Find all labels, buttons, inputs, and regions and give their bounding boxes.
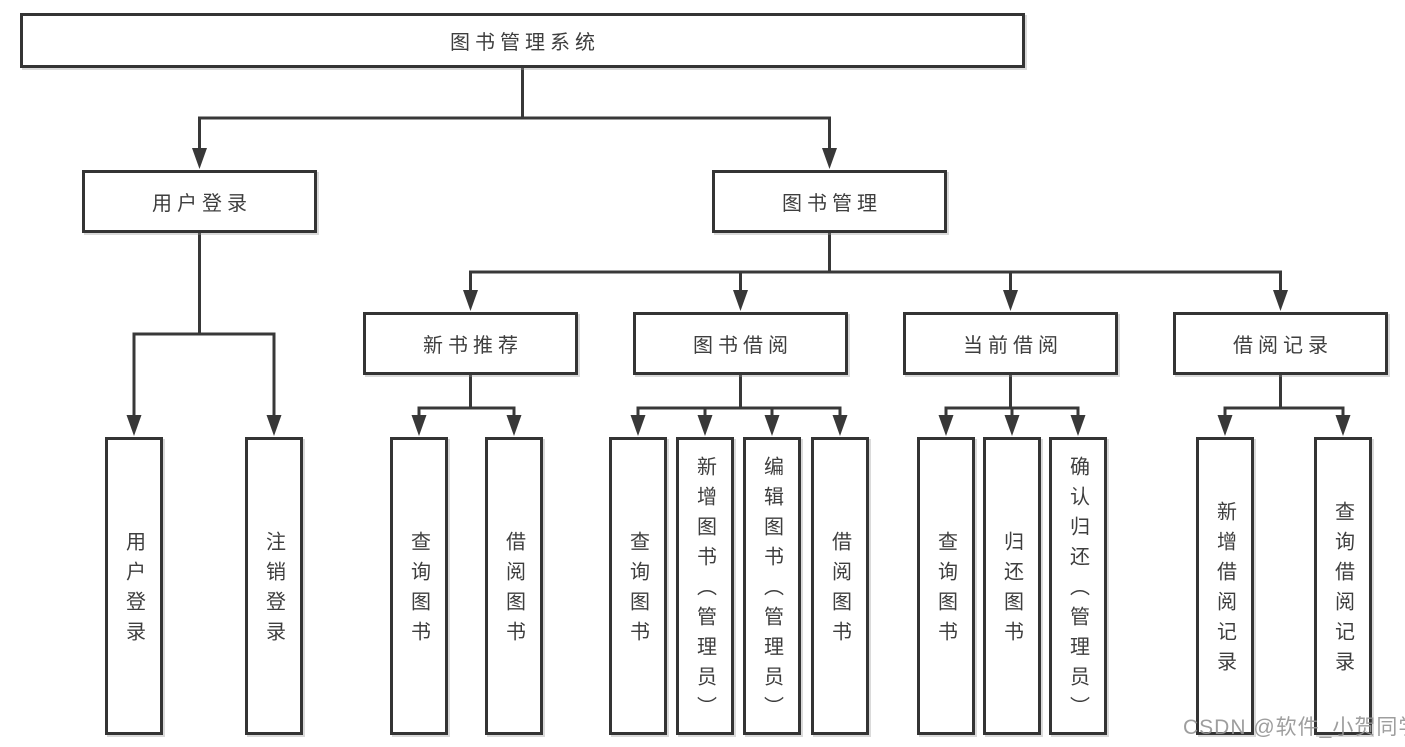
- leaf-recommend-borrow-books: 借阅图书: [485, 437, 543, 735]
- node-borrow-records: 借阅记录: [1173, 312, 1388, 375]
- leaf-edit-books-admin-label: 编辑图书（管理员）: [760, 456, 783, 726]
- leaf-return-books-label: 归还图书: [1000, 531, 1023, 651]
- csdn-watermark: CSDN @软件_小贺同学: [1183, 716, 1405, 739]
- connector-book-borrow-branch: [636, 406, 842, 420]
- leaf-logout-login-label: 注销登录: [262, 531, 285, 651]
- leaf-user-login: 用户登录: [105, 437, 163, 735]
- connector-user-login-branch: [132, 332, 276, 420]
- node-root: 图书管理系统: [20, 13, 1025, 68]
- node-root-label: 图书管理系统: [450, 32, 600, 54]
- leaf-borrow-query-books: 查询图书: [609, 437, 667, 735]
- leaf-recommend-query-books-label: 查询图书: [407, 531, 430, 651]
- leaf-user-login-label: 用户登录: [122, 531, 145, 651]
- leaf-add-books-admin: 新增图书（管理员）: [676, 437, 734, 735]
- node-current-borrow: 当前借阅: [903, 312, 1118, 375]
- leaf-confirm-return-admin: 确认归还（管理员）: [1049, 437, 1107, 735]
- leaf-add-borrow-record: 新增借阅记录: [1196, 437, 1254, 735]
- leaf-query-borrow-record: 查询借阅记录: [1314, 437, 1372, 735]
- node-user-login-label: 用户登录: [152, 193, 252, 215]
- leaf-return-books: 归还图书: [983, 437, 1041, 735]
- arrowheads: [126, 148, 1351, 436]
- node-book-management: 图书管理: [712, 170, 947, 233]
- leaf-recommend-borrow-books-label: 借阅图书: [502, 531, 525, 651]
- node-new-book-recommend: 新书推荐: [363, 312, 578, 375]
- leaf-add-borrow-record-label: 新增借阅记录: [1213, 501, 1236, 681]
- leaf-borrow-borrow-books: 借阅图书: [811, 437, 869, 735]
- node-user-login: 用户登录: [82, 170, 317, 233]
- connector-new-book-recommend-branch: [417, 406, 516, 420]
- leaf-logout-login: 注销登录: [245, 437, 303, 735]
- leaf-add-books-admin-label: 新增图书（管理员）: [693, 456, 716, 726]
- leaf-current-query-books: 查询图书: [917, 437, 975, 735]
- leaf-recommend-query-books: 查询图书: [390, 437, 448, 735]
- connector-root-branch: [198, 116, 831, 151]
- node-borrow-records-label: 借阅记录: [1233, 335, 1333, 357]
- node-book-borrow: 图书借阅: [633, 312, 848, 375]
- leaf-query-borrow-record-label: 查询借阅记录: [1331, 501, 1354, 681]
- leaf-confirm-return-admin-label: 确认归还（管理员）: [1066, 456, 1089, 726]
- node-current-borrow-label: 当前借阅: [963, 335, 1063, 357]
- leaf-current-query-books-label: 查询图书: [934, 531, 957, 651]
- connector-borrow-records-branch: [1223, 406, 1345, 420]
- node-book-management-label: 图书管理: [782, 193, 882, 215]
- leaf-borrow-query-books-label: 查询图书: [626, 531, 649, 651]
- node-new-book-recommend-label: 新书推荐: [423, 335, 523, 357]
- leaf-borrow-borrow-books-label: 借阅图书: [828, 531, 851, 651]
- leaf-edit-books-admin: 编辑图书（管理员）: [743, 437, 801, 735]
- connector-book-management-branch: [469, 270, 1282, 295]
- node-book-borrow-label: 图书借阅: [693, 335, 793, 357]
